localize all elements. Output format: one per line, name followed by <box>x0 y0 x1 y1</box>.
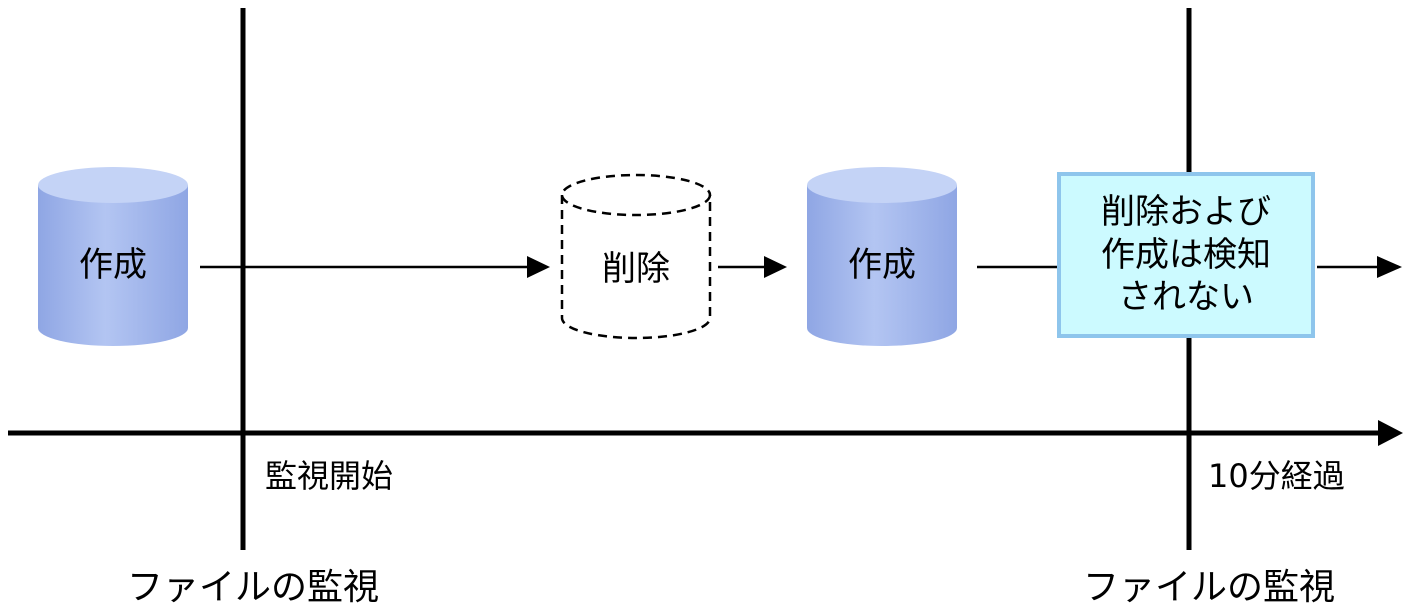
not-detected-note: 削除および 作成は検知 されない <box>1057 172 1315 338</box>
create-cylinder-2 <box>807 167 957 346</box>
delete-cylinder <box>560 173 712 340</box>
delete-label: 削除 <box>602 249 670 289</box>
monitor-start-label: 監視開始 <box>265 457 394 495</box>
flow-arrow-1-head <box>527 256 550 278</box>
create-label-2: 作成 <box>848 245 916 285</box>
elapsed-label: 10分経過 <box>1208 457 1345 495</box>
flow-arrow-2-head <box>764 256 787 278</box>
not-detected-note-text: 削除および 作成は検知 されない <box>1101 191 1271 319</box>
note-line-1: 削除および <box>1101 192 1271 233</box>
note-line-3: されない <box>1118 277 1254 318</box>
file-monitor-caption-right: ファイルの監視 <box>1083 567 1336 608</box>
create-cylinder-1 <box>38 167 188 346</box>
flow-arrow-4-head <box>1377 256 1402 278</box>
file-monitor-caption-left: ファイルの監視 <box>127 567 380 608</box>
create-label-1: 作成 <box>79 245 147 285</box>
time-axis-arrowhead <box>1378 420 1403 446</box>
note-line-2: 作成は検知 <box>1101 234 1271 275</box>
